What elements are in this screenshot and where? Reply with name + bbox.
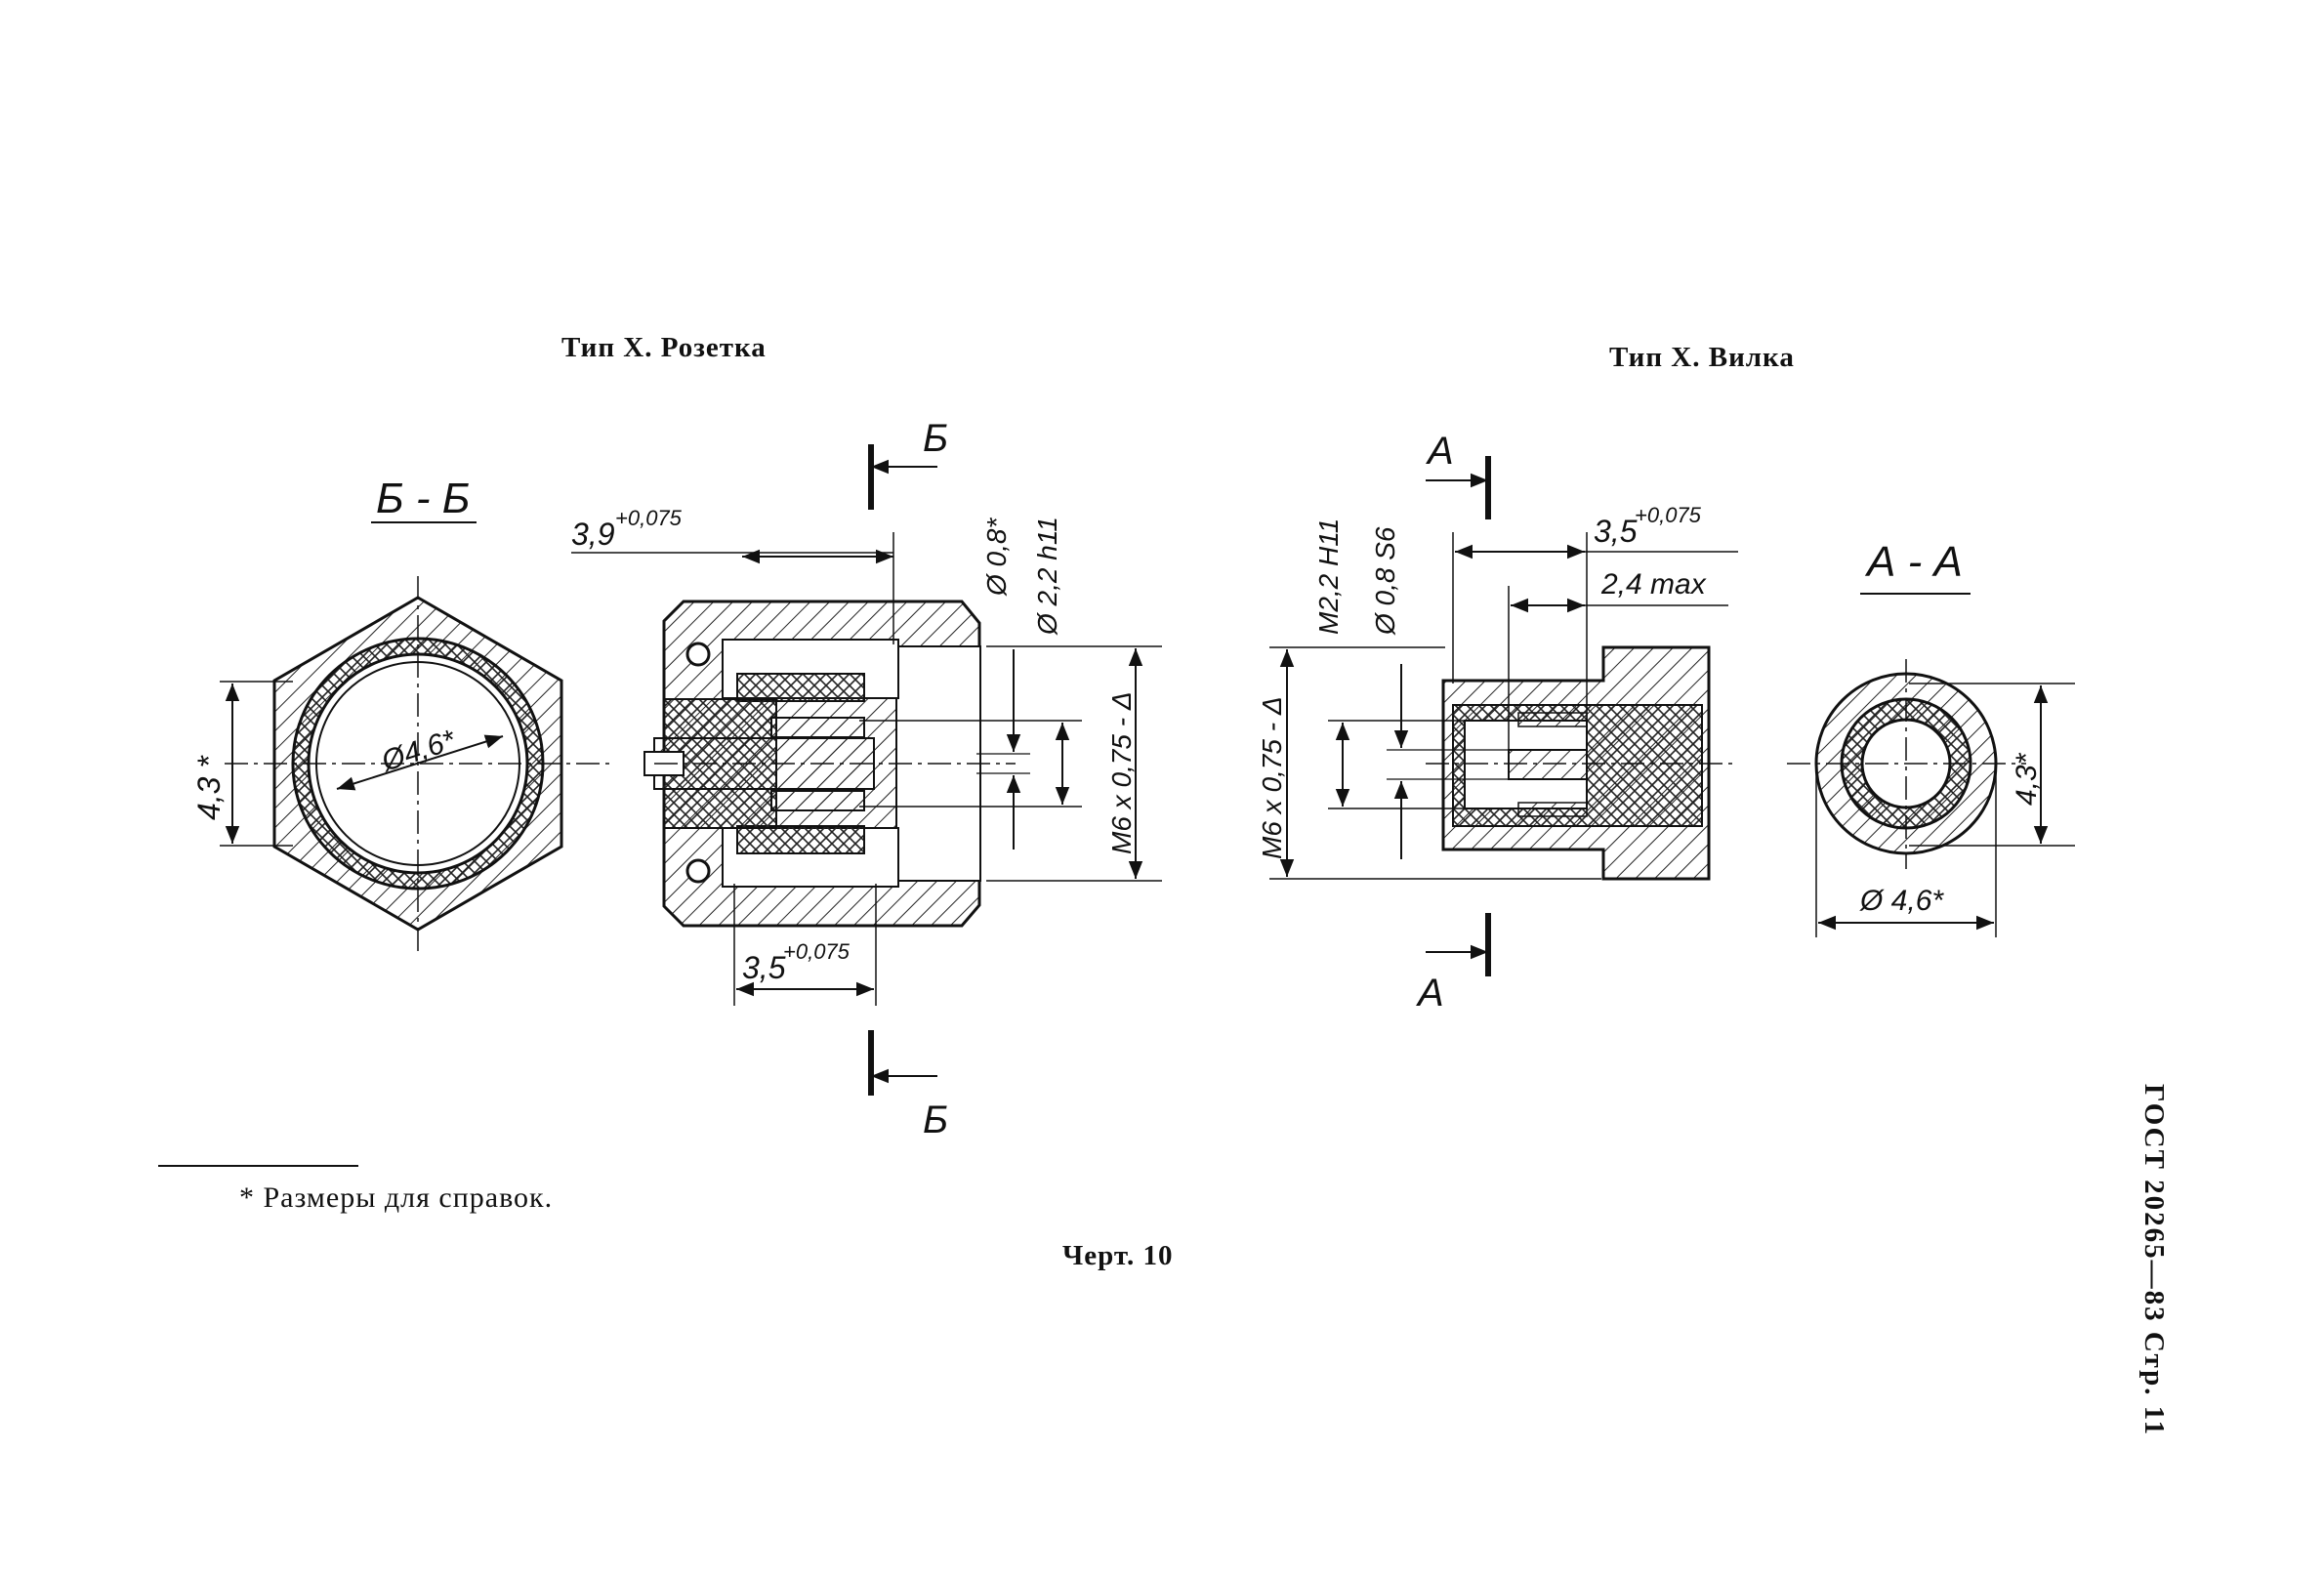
aa-dim-d46: Ø 4,6* [1859,885,1944,917]
socket-dim-39-tol: +0,075 [615,506,683,530]
section-mark-a-bottom: А [1416,972,1444,1015]
plug-dim-35: 3,5 [1594,514,1638,549]
footnote: * Размеры для справок. [239,1181,554,1214]
section-aa-label: А - А [1864,538,1963,586]
plug-dim-d08: Ø 0,8 S6 [1370,526,1400,636]
bb-dim-43: 4,3 * [191,755,227,820]
section-mark-a-top: А [1426,430,1454,473]
socket-section-view: Б Б 3,9 +0,075 3,5 +0,075 [571,417,1162,1141]
footnote-rule [158,1165,358,1167]
socket-dim-35: 3,5 [742,950,786,985]
plug-dim-m6: М6 х 0,75 - Δ [1257,696,1287,859]
socket-title: Тип Х. Розетка [561,332,767,363]
section-mark-b-bottom: Б [923,1098,948,1141]
section-aa-view: А - А 4,3* Ø 4,6* [1787,538,2075,937]
socket-dim-35-tol: +0,075 [783,939,851,964]
section-bb-view: Б - Б 4,3 * Ø4,6* [191,475,610,952]
aa-dim-43: 4,3* [2011,752,2043,806]
plug-dim-24max: 2,4 max [1600,568,1707,601]
socket-dim-39: 3,9 [571,517,615,552]
plug-section-view: А А 3,5 +0,075 2,4 max М6 х 0,75 - Δ М2,… [1257,430,1738,1015]
plug-title: Тип Х. Вилка [1609,342,1795,373]
plug-dim-m22: М2,2 Н11 [1313,518,1344,635]
socket-dim-m6: М6 х 0,75 - Δ [1106,691,1137,854]
section-mark-b-top: Б [923,417,948,460]
socket-dim-d08: Ø 0,8* [981,518,1012,597]
plug-dim-35-tol: +0,075 [1635,503,1702,527]
page-reference: ГОСТ 20265—83 Стр. 11 [2138,1084,2170,1437]
figure-number: Черт. 10 [1062,1240,1174,1271]
socket-dim-d22: Ø 2,2 h11 [1032,517,1062,636]
section-bb-label: Б - Б [376,475,470,522]
